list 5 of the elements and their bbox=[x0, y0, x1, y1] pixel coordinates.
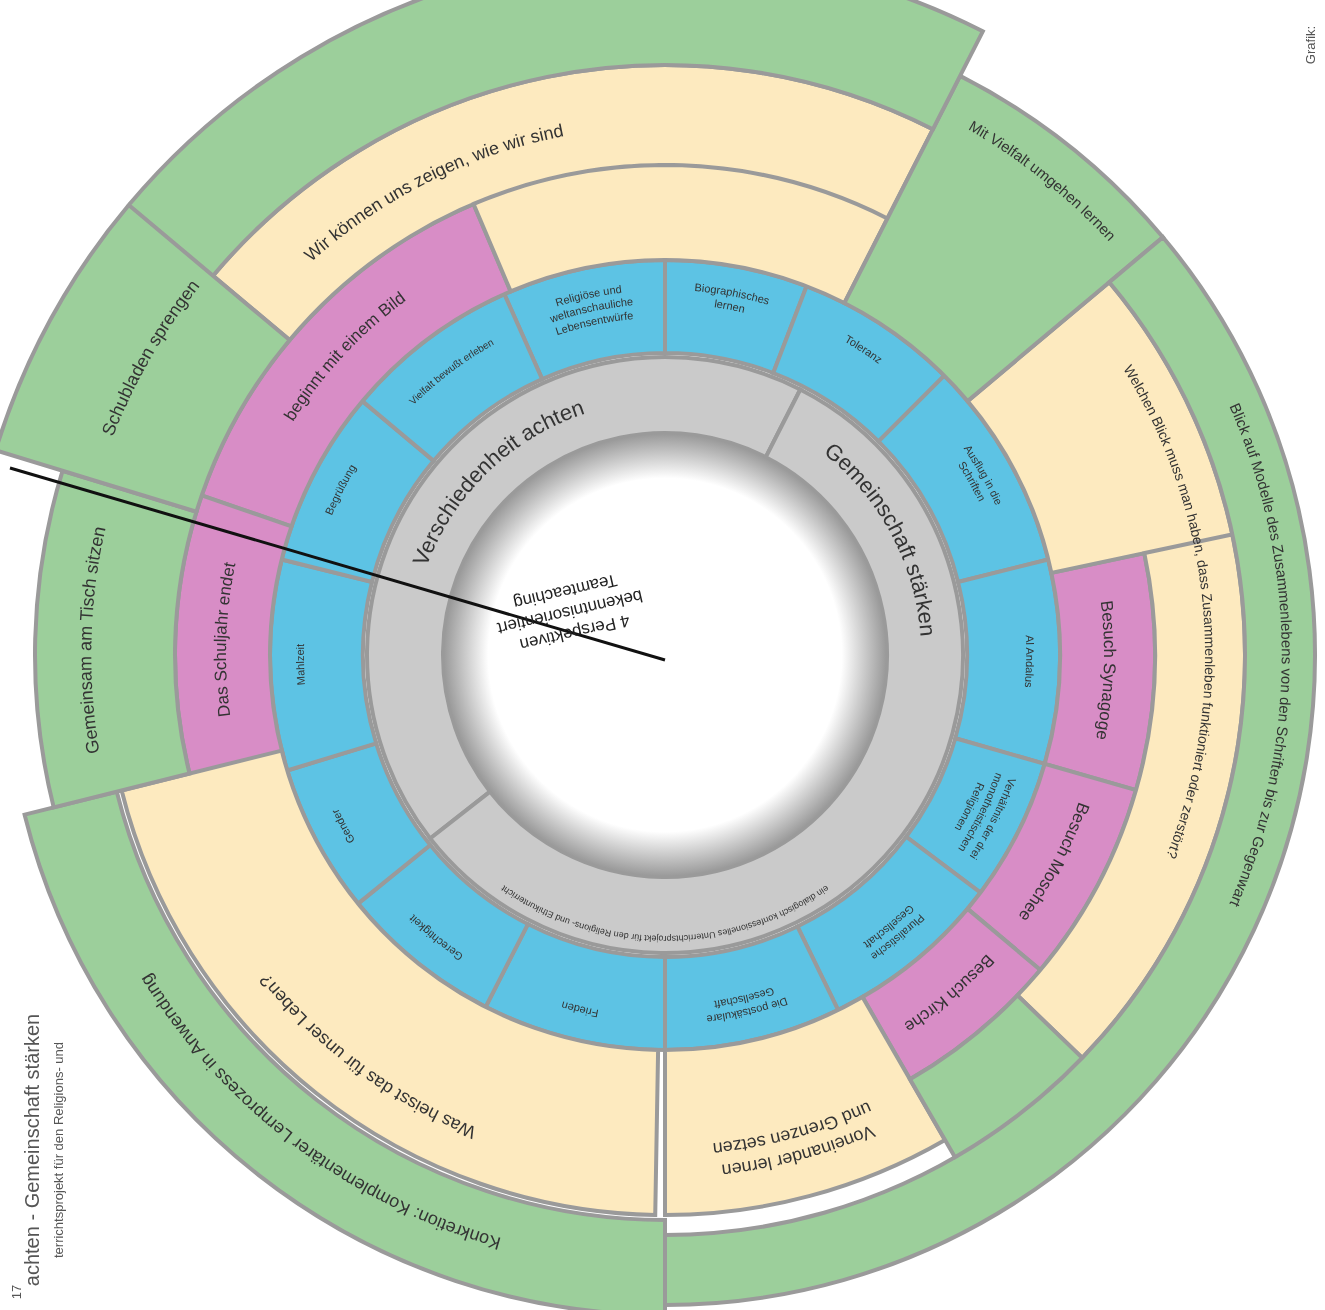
side-caption: achten - Gemeinschaft stärken bbox=[20, 1013, 44, 1287]
page-number: 17 bbox=[8, 1284, 24, 1300]
credit-label: Grafik: bbox=[1302, 25, 1318, 65]
segment-label: Frieden bbox=[559, 999, 600, 1020]
side-caption: terrichtsprojekt für den Religions- und bbox=[50, 1041, 66, 1259]
